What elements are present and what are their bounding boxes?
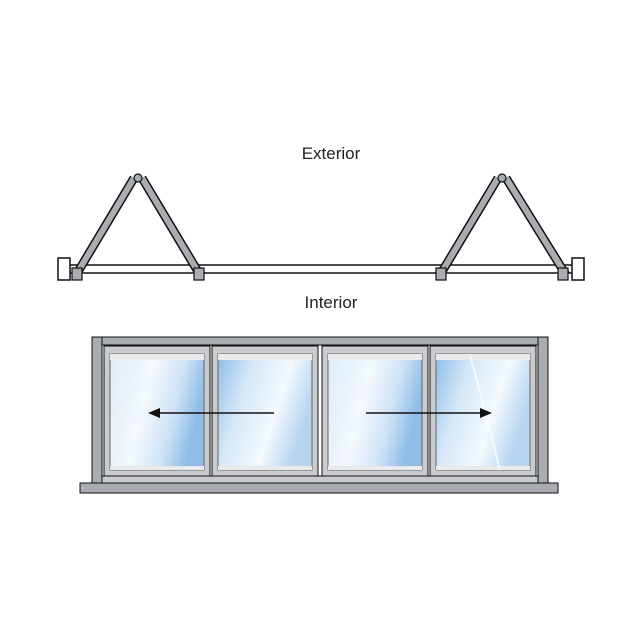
elevation-sill bbox=[79, 482, 559, 494]
plan-folded-pair-right bbox=[435, 173, 570, 281]
plan-folded-pair-left bbox=[71, 173, 205, 281]
plan-jamb-right bbox=[571, 257, 585, 281]
plan-pivot-right-b bbox=[557, 267, 569, 281]
plan-pivot-left-b bbox=[193, 267, 205, 281]
plan-pivot-right-a bbox=[435, 267, 447, 281]
arrow-right-icon bbox=[366, 408, 492, 418]
door-panel-icon bbox=[429, 345, 537, 477]
elevation-head bbox=[101, 336, 539, 346]
plan-view bbox=[57, 173, 585, 281]
label-interior: Interior bbox=[304, 293, 358, 312]
label-exterior: Exterior bbox=[301, 144, 361, 163]
hinge-icon bbox=[497, 173, 507, 183]
hinge-icon bbox=[133, 173, 143, 183]
arrow-left-icon bbox=[148, 408, 274, 418]
elevation-jamb-right bbox=[537, 336, 549, 484]
plan-jamb-left bbox=[57, 257, 71, 281]
elevation-jamb-left bbox=[91, 336, 103, 484]
elevation-view bbox=[79, 336, 559, 494]
door-panel-icon bbox=[211, 345, 319, 477]
plan-pivot-left-a bbox=[71, 267, 83, 281]
door-panel-icon bbox=[321, 345, 429, 477]
elevation-track bbox=[101, 475, 539, 484]
plan-track bbox=[67, 264, 577, 274]
